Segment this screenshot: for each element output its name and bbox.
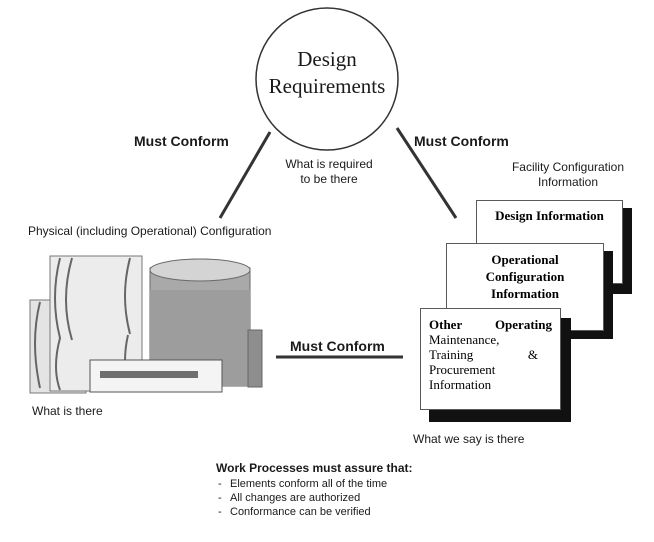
- list-item: -All changes are authorized: [218, 492, 361, 504]
- physical-caption: What is there: [32, 404, 103, 418]
- card-other-line3: Training &: [429, 347, 552, 362]
- card-other-line2: Maintenance,: [429, 332, 500, 347]
- list-item-text: Elements conform all of the time: [230, 478, 388, 490]
- must-conform-left-label: Must Conform: [134, 133, 229, 149]
- card-operational-title: Operational Configuration Information: [447, 251, 603, 302]
- design-requirements-circle: [255, 7, 399, 151]
- work-processes-block: Work Processes must assure that: -Elemen…: [216, 461, 476, 519]
- card-other-line5: Information: [429, 377, 492, 392]
- list-item: -Elements conform all of the time: [218, 478, 388, 490]
- design-requirements-subtitle: What is required to be there: [284, 157, 374, 187]
- must-conform-right-label: Must Conform: [414, 133, 509, 149]
- facility-heading-line1: Facility Configuration: [511, 160, 625, 174]
- card-other-ampersand: &: [527, 347, 538, 362]
- list-item: -Conformance can be verified: [218, 506, 371, 518]
- work-processes-list: -Elements conform all of the time -All c…: [216, 477, 476, 519]
- card-other-word-other: Other: [429, 317, 463, 332]
- card-other-line4: Procurement: [429, 362, 496, 377]
- card-operational-line2: Configuration: [485, 269, 565, 284]
- subtitle-line1: What is required: [285, 157, 373, 171]
- list-item-text: Conformance can be verified: [230, 506, 371, 518]
- card-other-line1: Other Operating: [429, 317, 552, 332]
- card-other-word-training: Training: [429, 347, 474, 362]
- physical-configuration-heading: Physical (including Operational) Configu…: [28, 224, 272, 238]
- card-other-word-operating: Operating: [494, 317, 552, 332]
- plant-illustration-icon: [29, 255, 263, 394]
- work-processes-heading: Work Processes must assure that:: [216, 461, 413, 475]
- design-requirements-title-line2: Requirements: [268, 74, 386, 98]
- card-operational-line1: Operational: [491, 252, 559, 267]
- card-design-title: Design Information: [495, 208, 604, 223]
- facility-configuration-heading: Facility Configuration Information: [505, 160, 631, 190]
- connector-left: [218, 131, 272, 219]
- list-item-text: All changes are authorized: [230, 492, 361, 504]
- card-operational-line3: Information: [491, 286, 559, 301]
- facility-heading-line2: Information: [537, 175, 599, 189]
- design-requirements-title: Design Requirements: [256, 46, 398, 100]
- card-other-body: Other Operating Maintenance, Training & …: [421, 309, 560, 392]
- design-requirements-title-line1: Design: [297, 47, 357, 71]
- must-conform-bottom-label: Must Conform: [290, 338, 385, 354]
- connector-right: [395, 127, 458, 219]
- subtitle-line2: to be there: [300, 172, 358, 186]
- facility-caption: What we say is there: [413, 432, 525, 446]
- card-other-operating: Other Operating Maintenance, Training & …: [420, 308, 561, 410]
